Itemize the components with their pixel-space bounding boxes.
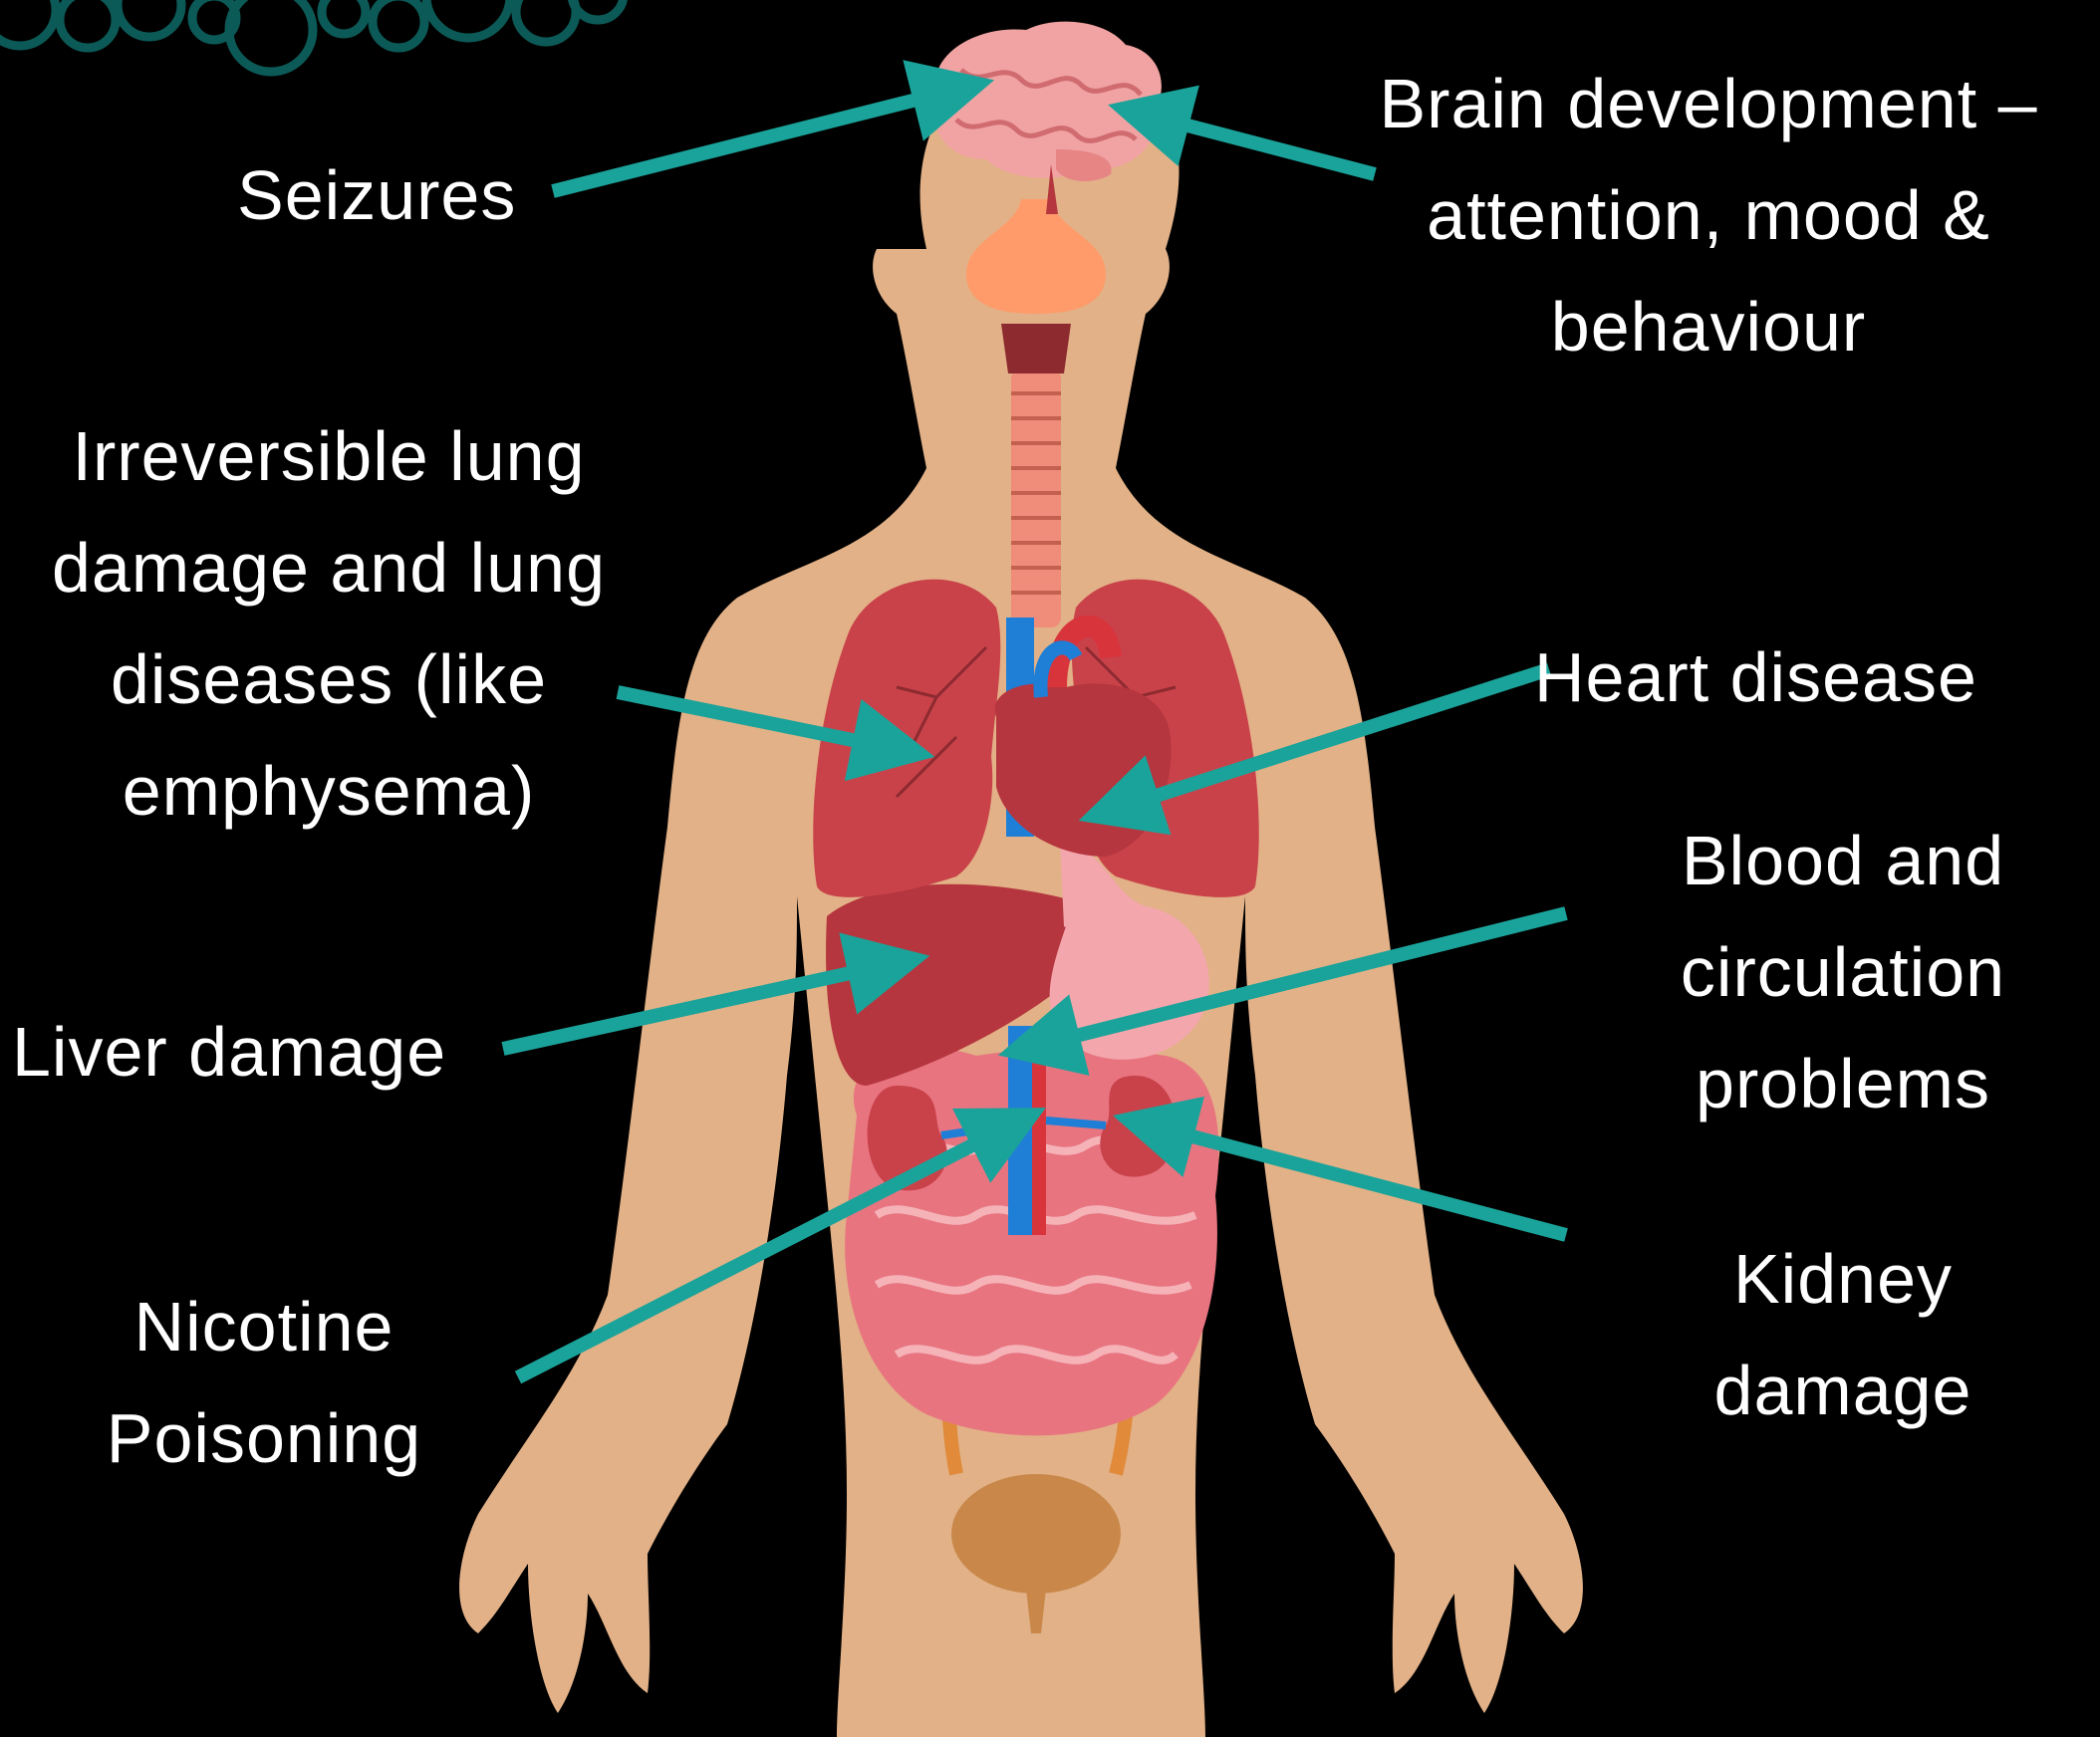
label-brain-development: Brain development – attention, mood & be… [1355,48,2062,382]
label-line: circulation [1634,916,2052,1028]
larynx [1001,324,1071,373]
label-line: damage and lung [10,512,648,623]
label-line: Liver damage [12,996,446,1108]
label-line: attention, mood & [1355,159,2062,271]
label-line: Blood and [1634,805,2052,916]
label-line: diseases (like [10,623,648,735]
label-seizures: Seizures [237,139,516,251]
label-liver-damage: Liver damage [12,996,446,1108]
bubble-pattern-icon [0,0,624,72]
label-line: Brain development – [1355,48,2062,159]
label-heart-disease: Heart disease [1534,621,1977,733]
label-kidney-damage: Kidney damage [1674,1223,2012,1446]
bladder [951,1474,1121,1594]
label-line: behaviour [1355,271,2062,382]
label-line: Seizures [237,139,516,251]
label-line: Heart disease [1534,621,1977,733]
label-line: Kidney [1674,1223,2012,1335]
label-line: Nicotine [70,1271,458,1382]
label-line: damage [1674,1335,2012,1446]
label-nicotine-poisoning: Nicotine Poisoning [70,1271,458,1494]
label-line: problems [1634,1028,2052,1139]
label-blood-circulation: Blood and circulation problems [1634,805,2052,1139]
trachea [1011,369,1061,627]
arrow-seizures [553,90,956,191]
label-line: Irreversible lung [10,400,648,512]
label-lung-damage: Irreversible lung damage and lung diseas… [10,400,648,847]
abdominal-aorta [1032,1026,1046,1235]
arrow-brain [1146,115,1375,174]
label-line: Poisoning [70,1382,458,1494]
label-line: emphysema) [10,735,648,847]
